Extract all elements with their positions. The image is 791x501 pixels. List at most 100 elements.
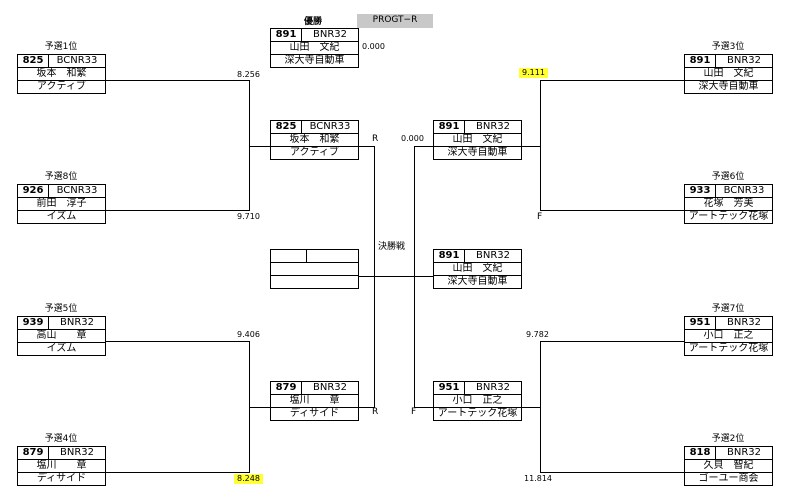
driver-name: 坂本 和繁	[289, 134, 340, 145]
car-model: BNR32	[726, 55, 761, 66]
driver-name: 山田 文紀	[289, 42, 340, 53]
driver-name: 塩川 章	[289, 395, 340, 406]
bracket-line	[250, 146, 270, 147]
car-number: 933	[685, 185, 716, 197]
car-model: BNR32	[475, 382, 510, 393]
car-model: BCNR33	[56, 55, 98, 66]
bracket-line	[250, 407, 270, 408]
mark-semi-left-top: R	[372, 134, 379, 144]
bracket-line	[521, 146, 541, 147]
time-semi-right-top: 0.000	[401, 134, 424, 143]
final-label: 決勝戦	[378, 242, 406, 252]
driver-name: 久貝 智紀	[703, 460, 754, 471]
car-number: 825	[271, 121, 302, 133]
car-model: BCNR33	[309, 121, 351, 132]
bracket-line	[105, 472, 250, 473]
divider	[306, 250, 307, 262]
team-name: アクティブ	[290, 147, 339, 158]
time-q8: 9.710	[237, 212, 260, 221]
bracket-line	[358, 146, 375, 147]
car-model: BNR32	[475, 250, 510, 261]
driver-name: 高山 章	[36, 330, 87, 341]
bracket-line	[540, 80, 684, 81]
semi-card-left-bottom: 879 BNR32 塩川 章 ディサイド	[270, 381, 359, 421]
time-q7: 9.782	[526, 330, 549, 339]
seed-label-q7: 予選7位	[711, 304, 745, 314]
bracket-line	[358, 407, 375, 408]
car-model: BNR32	[475, 121, 510, 132]
mark-semi-right-bottom: F	[411, 407, 417, 417]
car-number: 818	[685, 447, 716, 459]
team-name: ディサイド	[289, 408, 340, 419]
racer-card-q7: 951 BNR32 小口 正之 アートテック花塚	[684, 316, 773, 356]
car-number: 891	[685, 55, 716, 67]
seed-label-q4: 予選4位	[44, 434, 78, 444]
bracket-line	[249, 80, 250, 211]
time-q5: 9.406	[237, 330, 260, 339]
team-name: イズム	[46, 343, 77, 354]
driver-name: 花塚 芳美	[703, 198, 754, 209]
driver-name: 小口 正之	[703, 330, 754, 341]
driver-name: 塩川 章	[36, 460, 87, 471]
car-model: BNR32	[312, 382, 347, 393]
time-q1: 8.256	[237, 70, 260, 79]
bracket-line	[540, 341, 684, 342]
bracket-line	[540, 80, 541, 211]
bracket-line	[414, 407, 433, 408]
car-model: BNR32	[59, 447, 94, 458]
team-name: アートテック花塚	[437, 408, 518, 419]
car-number: 951	[685, 317, 716, 329]
bracket-line	[105, 80, 250, 81]
mark-q6: F	[537, 212, 543, 222]
final-blank-card	[270, 249, 359, 289]
team-name: 深大寺自動車	[284, 55, 345, 66]
bracket-line	[358, 276, 433, 277]
car-number: 891	[271, 29, 302, 41]
team-name: アートテック花塚	[688, 211, 769, 222]
winner-time: 0.000	[362, 42, 385, 51]
seed-label-q8: 予選8位	[44, 172, 78, 182]
driver-name: 坂本 和繁	[36, 68, 87, 79]
car-model: BNR32	[726, 447, 761, 458]
car-model: BCNR33	[723, 185, 765, 196]
seed-label-q5: 予選5位	[44, 304, 78, 314]
team-name: ゴーユー商会	[698, 473, 759, 484]
team-name: 深大寺自動車	[447, 147, 508, 158]
car-number: 891	[434, 121, 465, 133]
team-name: アクティブ	[37, 81, 86, 92]
car-number: 879	[271, 382, 302, 394]
seed-label-q1: 予選1位	[44, 42, 78, 52]
team-name: 深大寺自動車	[698, 81, 759, 92]
driver-name: 前田 淳子	[36, 198, 87, 209]
bracket-line	[540, 472, 684, 473]
bracket-line	[414, 146, 415, 408]
car-number: 939	[18, 317, 49, 329]
car-number: 926	[18, 185, 49, 197]
seed-label-q2: 予選2位	[711, 434, 745, 444]
racer-card-q3: 891 BNR32 山田 文紀 深大寺自動車	[684, 54, 773, 94]
bracket-line	[414, 146, 433, 147]
car-number: 891	[434, 250, 465, 262]
car-model: BNR32	[726, 317, 761, 328]
driver-name: 山田 文紀	[703, 68, 754, 79]
bracket-line	[521, 407, 541, 408]
time-q2: 11.814	[524, 474, 552, 483]
final-card: 891 BNR32 山田 文紀 深大寺自動車	[433, 249, 522, 289]
team-name: 深大寺自動車	[447, 276, 508, 287]
team-name: アートテック花塚	[688, 343, 769, 354]
car-number: 879	[18, 447, 49, 459]
seed-label-q6: 予選6位	[711, 172, 745, 182]
semi-card-left-top: 825 BCNR33 坂本 和繁 アクティブ	[270, 120, 359, 160]
driver-name: 山田 文紀	[452, 263, 503, 274]
class-tag: PROGT−R	[357, 14, 433, 28]
seed-label-q3: 予選3位	[711, 42, 745, 52]
winner-label: 優勝	[303, 17, 322, 27]
bracket-line	[249, 341, 250, 473]
time-q3: 9.111	[519, 68, 548, 78]
bracket-line	[105, 210, 250, 211]
